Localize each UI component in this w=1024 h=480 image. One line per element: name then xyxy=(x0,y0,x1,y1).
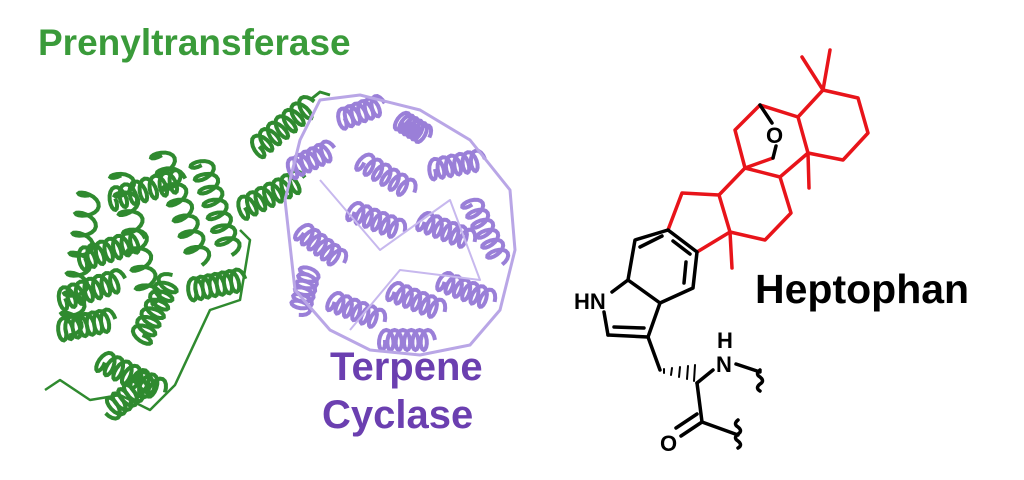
helix-ribbon xyxy=(354,152,418,197)
helix-ribbon xyxy=(460,197,511,266)
terpene-cyclase-label-line1: Terpene xyxy=(330,345,483,389)
helix-ribbon xyxy=(415,210,478,249)
atom-label-ether-o: O xyxy=(766,123,783,148)
helix-ribbon xyxy=(345,200,408,239)
helix-ribbon xyxy=(385,280,448,319)
atom-label-h: H xyxy=(717,328,733,353)
terpenoid-bonds xyxy=(666,48,870,270)
helix-ribbon xyxy=(392,110,434,144)
helix-ribbon xyxy=(148,150,212,267)
indole-and-backbone-bonds xyxy=(602,103,778,450)
helix-ribbon xyxy=(76,228,147,272)
helix-ribbon xyxy=(289,265,321,318)
terpene-cyclase-ribbon-structure xyxy=(283,93,517,357)
heptophan-structure: HN N H O O xyxy=(574,48,870,456)
atom-label-n: N xyxy=(716,352,732,377)
helix-ribbon xyxy=(325,290,388,329)
hashed-wedge-bond xyxy=(663,364,696,382)
loop-ribbon xyxy=(309,90,331,102)
helix-ribbon xyxy=(56,307,118,343)
helix-ribbon xyxy=(104,369,157,421)
helix-ribbon xyxy=(188,159,242,257)
terpene-cyclase-label-line2: Cyclase xyxy=(322,393,474,437)
helix-ribbon xyxy=(435,270,498,309)
loop-ribbon xyxy=(319,179,481,331)
helix-ribbon xyxy=(56,268,127,312)
prenyltransferase-label: Prenyltransferase xyxy=(38,22,351,63)
loop-ribbon xyxy=(283,93,517,357)
helix-ribbon xyxy=(130,272,179,346)
helix-ribbon xyxy=(236,168,307,221)
prenyltransferase-ribbon-structure xyxy=(44,90,331,421)
helix-ribbon xyxy=(376,327,437,353)
helix-ribbon xyxy=(107,168,188,213)
loop-ribbon xyxy=(44,229,252,412)
helix-ribbon xyxy=(249,94,316,160)
atom-label-carbonyl-o: O xyxy=(660,431,677,456)
helix-ribbon xyxy=(186,267,248,303)
helix-ribbon xyxy=(285,139,337,181)
helix-ribbon xyxy=(336,94,387,131)
heptophan-label: Heptophan xyxy=(755,266,970,312)
helix-ribbon xyxy=(292,222,349,267)
helix-ribbon xyxy=(94,350,168,399)
helix-ribbon xyxy=(427,148,487,182)
atom-label-hn: HN xyxy=(574,289,606,314)
